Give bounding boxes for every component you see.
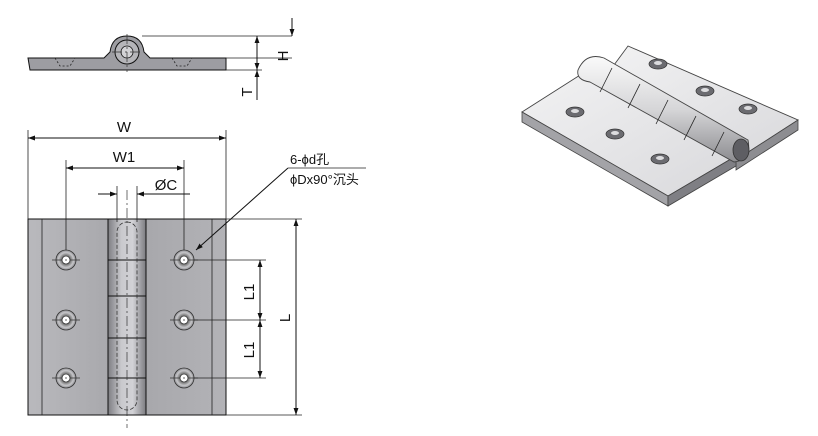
mounting-holes (52, 249, 198, 389)
dim-L1-upper-label: L1 (241, 284, 258, 301)
dim-W-label: W (117, 119, 132, 136)
dim-C-label: ØC (155, 177, 178, 194)
callout-countersink: ϕDx90°沉头 (290, 172, 359, 187)
isometric-view (521, 45, 799, 207)
side-view: H T (27, 18, 295, 100)
front-view: W W1 ØC 6-ϕd孔 ϕDx90°沉头 L1 L1 L (27, 119, 366, 428)
callout-holes: 6-ϕd孔 (290, 152, 329, 167)
dim-L-label: L (277, 314, 294, 322)
dim-L1-lower-label: L1 (241, 342, 258, 359)
dim-H-label: H (275, 51, 292, 62)
hole (55, 367, 77, 389)
dim-T-label: T (239, 87, 256, 96)
dim-W1-label: W1 (113, 149, 136, 166)
